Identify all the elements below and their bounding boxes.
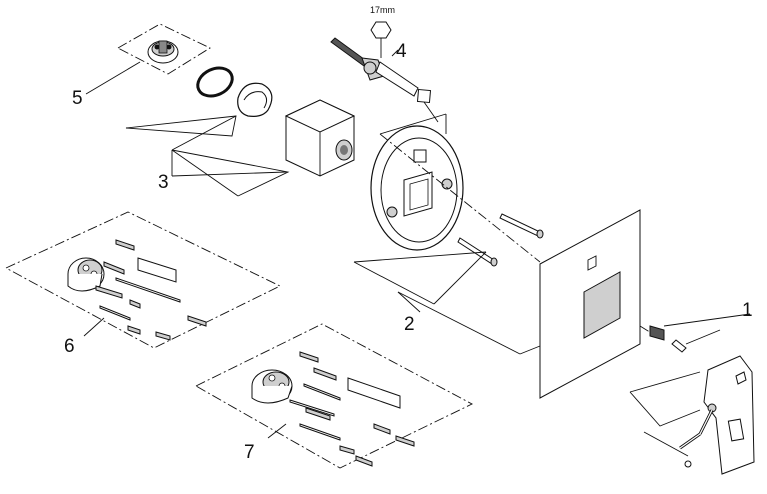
part-5-frame <box>117 23 211 75</box>
clip-ring <box>237 82 273 117</box>
part-4-spindle <box>330 37 432 104</box>
cover-plate <box>539 209 641 399</box>
wrench-size-label: 17mm <box>370 5 395 15</box>
callout-4: 4 <box>396 41 407 62</box>
callout-7: 7 <box>244 442 255 463</box>
part-1-lever <box>703 355 755 475</box>
callout-3: 3 <box>158 172 169 193</box>
part-6-kit: 6 <box>4 211 282 357</box>
part-1-group: 1 <box>629 300 755 475</box>
part-5-group: 5 <box>72 23 211 109</box>
part-5-cap <box>147 40 179 64</box>
part-7-cartridge <box>251 369 293 404</box>
callout-6: 6 <box>64 336 75 357</box>
part-2-screws <box>457 213 544 267</box>
o-ring <box>196 66 234 98</box>
hex-nut-icon <box>370 21 392 39</box>
part-2-bracket: 2 <box>353 133 541 355</box>
callout-5: 5 <box>72 88 83 109</box>
part-3-bracket: 3 <box>125 115 290 197</box>
backplate <box>370 125 464 251</box>
part-7-kit: 7 <box>195 323 473 469</box>
part-3-cube <box>284 99 356 177</box>
part-5-leader <box>85 61 141 95</box>
callout-2: 2 <box>404 314 415 335</box>
part-6-cartridge <box>67 257 105 292</box>
part-7-frame <box>195 323 473 469</box>
part-4-group: 17mm 4 <box>330 5 447 135</box>
callout-1: 1 <box>742 300 753 321</box>
part-6-frame <box>4 211 282 349</box>
